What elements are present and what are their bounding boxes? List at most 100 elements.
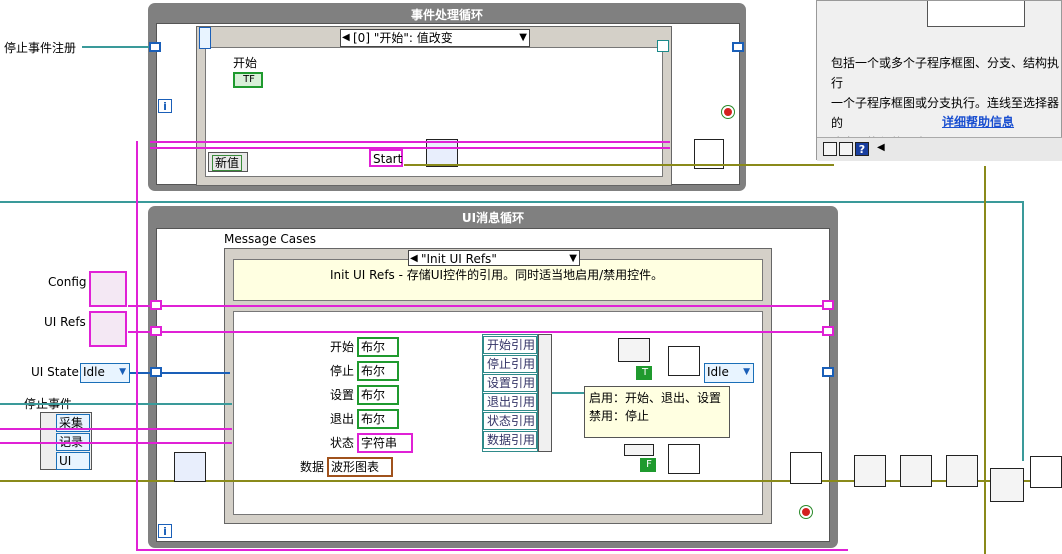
event-structure (196, 26, 672, 186)
vertical-error-wire-right (984, 166, 986, 554)
ui-refs-terminal-icon[interactable] (89, 311, 127, 347)
event-loop-info-icon: i (158, 99, 172, 113)
message-case-selector-label: "Init UI Refs" (421, 252, 497, 266)
detailed-help-link[interactable]: 详细帮助信息 (942, 115, 1015, 129)
event-loop-right-tunnel (732, 42, 744, 52)
control-label-exit: 退出 (330, 412, 355, 426)
config-wire (128, 305, 828, 307)
cluster-item-acquire[interactable]: 采集 (56, 414, 90, 432)
queue-wire-1 (0, 428, 232, 430)
ui-state-enum-value: Idle (83, 365, 105, 379)
ref-data: 数据引用 (483, 431, 537, 449)
event-error-wire (404, 164, 834, 166)
control-type-stop[interactable]: 布尔 (357, 361, 399, 381)
control-type-start[interactable]: 布尔 (357, 337, 399, 357)
event-registration-icon (199, 27, 211, 49)
ref-status: 状态引用 (483, 412, 537, 430)
event-dynamic-terminal-icon (657, 40, 669, 52)
control-type-settings[interactable]: 布尔 (357, 385, 399, 405)
start-bool-terminal[interactable]: TF (233, 72, 263, 88)
set-disabled-state-icon[interactable] (668, 444, 700, 474)
message-case-selector[interactable]: ◀ "Init UI Refs" ▼ (408, 250, 580, 266)
prev-message-case-icon[interactable]: ◀ (410, 253, 418, 264)
vertical-teal-wire-right (1022, 201, 1024, 461)
note-line-1: 启用：开始、退出、设置 (589, 391, 722, 405)
note-line-2: 禁用：停止 (589, 409, 650, 423)
message-case-dropdown-icon[interactable]: ▼ (569, 253, 577, 264)
event-loop-title: 事件处理循环 (410, 8, 483, 22)
control-label-stop: 停止 (330, 364, 355, 378)
bottom-pink-wire (136, 549, 848, 551)
event-reg-wire (82, 46, 150, 48)
start-string-constant[interactable]: Start (369, 149, 403, 167)
stop-event-registration-label: 停止事件注册 (4, 41, 77, 55)
control-type-status[interactable]: 字符串 (357, 433, 413, 453)
ui-loop-title: UI消息循环 (461, 211, 525, 225)
control-type-exit[interactable]: 布尔 (357, 409, 399, 429)
false-constant[interactable]: F (640, 458, 656, 472)
set-enabled-state-icon[interactable] (668, 346, 700, 376)
bundle-handle-icon (538, 334, 552, 452)
start-control-label: 开始 (233, 56, 258, 70)
event-loop-left-tunnel (149, 42, 161, 52)
event-loop-refs-wire (150, 141, 670, 143)
release-queue-icon-2[interactable] (900, 455, 932, 487)
context-help-window: 包括一个或多个子程序框图、分支、结构执行 一个子程序框图或分支执行。连线至选择器… (816, 0, 1062, 161)
dequeue-message-icon[interactable] (174, 452, 206, 482)
ui-loop-stop-icon[interactable] (800, 506, 812, 518)
stop-event-wire (0, 403, 232, 405)
idle-enum-output-value: Idle (707, 365, 729, 379)
detailed-help-button[interactable]: ? (855, 142, 869, 156)
ui-state-enum[interactable]: Idle ▼ (80, 363, 130, 383)
queue-wire-2 (0, 442, 232, 444)
true-constant[interactable]: T (636, 366, 652, 380)
message-cases-label: Message Cases (224, 232, 317, 246)
ui-refs-label: UI Refs (44, 315, 86, 329)
ref-stop: 停止引用 (483, 355, 537, 373)
control-label-start: 开始 (330, 340, 355, 354)
help-image-area (927, 1, 1025, 27)
new-value-node: 新值 (208, 152, 248, 172)
control-type-data[interactable]: 波形图表 (327, 457, 393, 477)
control-label-data: 数据 (300, 460, 325, 474)
control-label-settings: 设置 (330, 388, 355, 402)
ui-loop-info-icon: i (158, 524, 172, 538)
ref-exit: 退出引用 (483, 393, 537, 411)
config-right-tunnel (822, 300, 834, 310)
scroll-left-icon[interactable]: ◀ (877, 142, 885, 153)
config-terminal-icon[interactable] (89, 271, 127, 307)
case-dropdown-arrow-icon[interactable]: ▼ (519, 32, 527, 43)
merge-errors-icon[interactable] (990, 468, 1024, 502)
case-comment-text: Init UI Refs - 存储UI控件的引用。同时适当地启用/禁用控件。 (330, 268, 664, 282)
top-teal-wire (0, 201, 1024, 203)
array-index-icon[interactable] (618, 338, 650, 362)
prev-case-arrow-icon[interactable]: ◀ (342, 32, 350, 43)
help-text-line-1: 包括一个或多个子程序框图、分支、结构执行 (831, 56, 1060, 90)
help-toolbar: ? ◀ (817, 137, 1062, 161)
ref-start: 开始引用 (483, 336, 537, 354)
lock-help-icon[interactable] (839, 142, 853, 156)
event-loop-queue-wire (150, 147, 670, 149)
config-label: Config (48, 275, 87, 289)
event-case-selector[interactable]: ◀ [0] "开始": 值改变 ▼ (340, 29, 530, 47)
cluster-item-ui[interactable]: UI (56, 452, 90, 470)
build-array-icon[interactable] (624, 444, 654, 456)
event-loop-stop-icon[interactable] (722, 106, 734, 118)
release-queue-icon-1[interactable] (854, 455, 886, 487)
config-left-tunnel (150, 300, 162, 310)
ui-error-handler-icon[interactable] (790, 452, 822, 484)
ui-state-dropdown-icon[interactable]: ▼ (119, 367, 126, 377)
idle-enum-output[interactable]: Idle ▼ (704, 363, 754, 383)
idle-enum-dropdown-icon[interactable]: ▼ (743, 367, 750, 377)
destroy-user-event-icon[interactable] (946, 455, 978, 487)
error-wire (0, 480, 1062, 482)
ui-refs-left-tunnel (150, 326, 162, 336)
new-value-label: 新值 (212, 155, 243, 171)
show-optional-terminals-icon[interactable] (823, 142, 837, 156)
enqueue-message-icon[interactable] (426, 139, 458, 167)
ui-refs-right-tunnel (822, 326, 834, 336)
final-error-handler-icon[interactable] (1030, 456, 1062, 488)
ui-refs-wire (128, 331, 828, 333)
control-label-status: 状态 (330, 436, 355, 450)
help-text-line-2: 一个子程序框图或分支执行。连线至选择器的 (831, 96, 1060, 130)
